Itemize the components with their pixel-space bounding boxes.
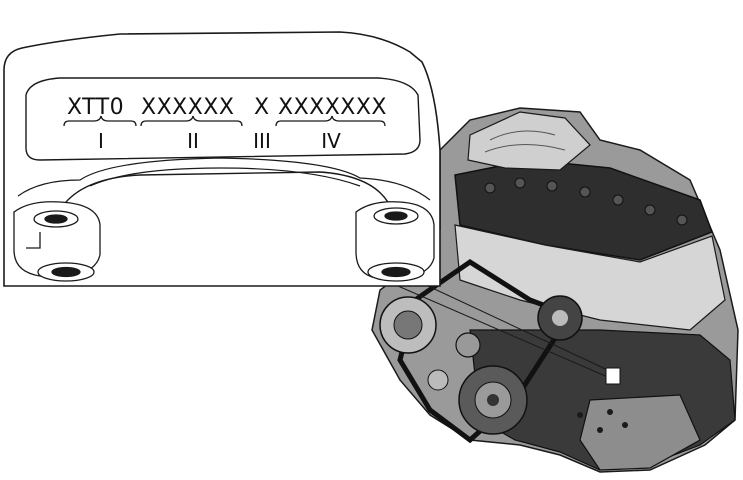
- segment-braces: [63, 115, 386, 127]
- tensioner-pulley: [427, 369, 449, 391]
- magnified-view: XTT0 XXXXXX X XXXXXXX I II III IV: [3, 31, 441, 287]
- engine-illustration: [371, 107, 739, 473]
- bolt: [579, 186, 591, 198]
- right-mounting-lug: [355, 201, 435, 282]
- intake-manifold: [467, 111, 591, 171]
- callout-lines: [397, 285, 613, 379]
- engine-number-code: XTT0 XXXXXX X XXXXXXX: [67, 95, 387, 120]
- pulley-set: [379, 295, 583, 435]
- bolt: [514, 177, 526, 189]
- bolt: [484, 182, 496, 194]
- code-segment-1: XTT0: [67, 95, 124, 120]
- plate-surface: [25, 77, 421, 161]
- bolt: [546, 180, 558, 192]
- left-mounting-lug: [13, 201, 101, 282]
- label-II: II: [187, 129, 199, 153]
- bolt: [676, 214, 688, 226]
- bridge-arch: [59, 171, 393, 211]
- brace-2: [140, 115, 243, 127]
- idler-pulley: [455, 332, 481, 358]
- label-III: III: [253, 129, 271, 153]
- number-plate-location: [605, 367, 621, 385]
- bolt: [644, 204, 656, 216]
- oil-pan: [579, 394, 701, 471]
- code-segment-2: XXXXXX: [141, 95, 234, 120]
- code-segment-3: X: [254, 95, 270, 120]
- code-segment-4: XXXXXXX: [278, 95, 387, 120]
- label-IV: IV: [321, 129, 341, 153]
- label-I: I: [98, 129, 104, 153]
- brace-1: [63, 115, 137, 127]
- segment-labels: I II III IV: [98, 129, 341, 153]
- cylinder-head: [454, 224, 726, 331]
- bolt: [612, 194, 624, 206]
- brace-4: [275, 115, 386, 127]
